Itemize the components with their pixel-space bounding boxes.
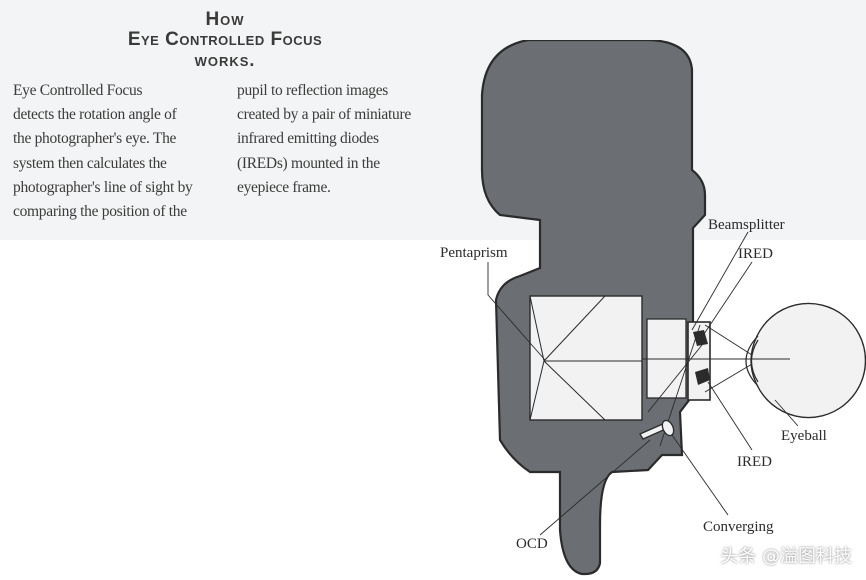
leader-converging — [671, 434, 729, 516]
leader-ired-top — [699, 261, 753, 341]
label-beamsplitter: Beamsplitter — [708, 217, 785, 233]
text-line: the photographer's eye. The — [13, 130, 177, 148]
leader-pentaprism — [487, 294, 546, 361]
prism-edge — [529, 360, 545, 421]
text-line: comparing the position of the — [13, 203, 187, 221]
text-column-1: Eye Controlled Focus detects the rotatio… — [13, 79, 228, 224]
eyeball — [750, 302, 866, 419]
text-line: detects the rotation angle of — [13, 106, 177, 124]
text-line: (IREDs) mounted in the — [237, 154, 380, 172]
label-ocd: OCD — [516, 536, 548, 552]
leader-ired-bottom — [707, 381, 753, 451]
label-pentaprism: Pentaprism — [440, 245, 508, 261]
eye-lens — [750, 339, 759, 383]
paper-background — [0, 0, 866, 240]
leader-eyeball — [774, 399, 799, 427]
leader-ocd — [539, 439, 651, 536]
title-line-2: Eye Controlled Focus — [127, 29, 323, 50]
light-ray — [704, 324, 753, 356]
ired-emitter-bottom — [695, 368, 710, 385]
text-line: Eye Controlled Focus — [13, 82, 143, 99]
text-line: eyepiece frame. — [237, 178, 331, 196]
light-ray — [647, 339, 707, 413]
text-line: photographer's line of sight by — [13, 178, 193, 196]
prism-edge — [543, 295, 606, 362]
label-eyeball: Eyeball — [781, 428, 827, 444]
watermark: 头条 @溢图科技 — [720, 546, 852, 567]
converging-lens — [661, 419, 675, 437]
page-title: How Eye Controlled Focus works. — [60, 9, 390, 71]
eye-cornea — [745, 335, 759, 387]
light-ray — [704, 363, 753, 393]
prism-edge — [543, 360, 606, 421]
text-line: created by a pair of miniature — [237, 106, 411, 124]
leader-beamsplitter — [691, 231, 749, 331]
label-ired-bottom: IRED — [737, 454, 772, 470]
text-line: system then calculates the — [13, 154, 167, 172]
prism-edge — [529, 295, 545, 362]
camera-cross-section-diagram: Beamsplitter IRED Pentaprism Eyeball IRE… — [440, 40, 866, 576]
eyepiece-lens-block — [646, 318, 687, 399]
text-line: pupil to reflection images — [237, 82, 389, 99]
text-line: infrared emitting diodes — [237, 130, 379, 148]
label-converging: Converging — [703, 519, 774, 535]
text-column-2: pupil to reflection images created by a … — [237, 79, 452, 200]
label-ired-top: IRED — [738, 246, 773, 262]
title-line-3: works. — [194, 50, 256, 70]
title-line-1: How — [205, 9, 245, 30]
